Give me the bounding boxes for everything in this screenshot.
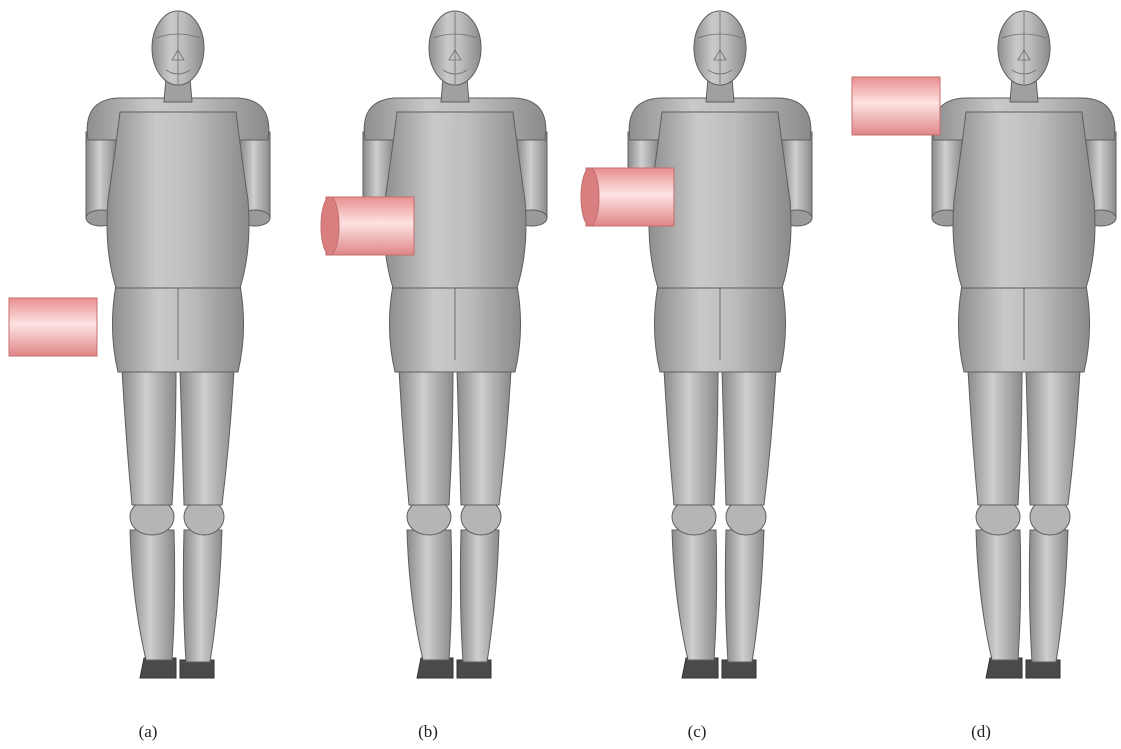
panel-b <box>321 11 547 678</box>
panel-a <box>9 11 270 678</box>
panel-label-b: (b) <box>398 722 458 742</box>
dummy-b <box>363 11 547 678</box>
dummy-a <box>86 11 270 678</box>
dummy-c <box>628 11 812 678</box>
panel-label-c: (c) <box>667 722 727 742</box>
panel-label-d: (d) <box>951 722 1011 742</box>
dummy-d <box>932 11 1116 678</box>
impactor-c-end <box>581 168 599 226</box>
impactor-a-pelvis <box>9 298 97 356</box>
panel-label-a: (a) <box>118 722 178 742</box>
panel-c <box>581 11 812 678</box>
panel-d <box>852 11 1116 678</box>
impactor-d-shoulder <box>852 77 940 135</box>
impactor-b-end <box>321 197 339 255</box>
